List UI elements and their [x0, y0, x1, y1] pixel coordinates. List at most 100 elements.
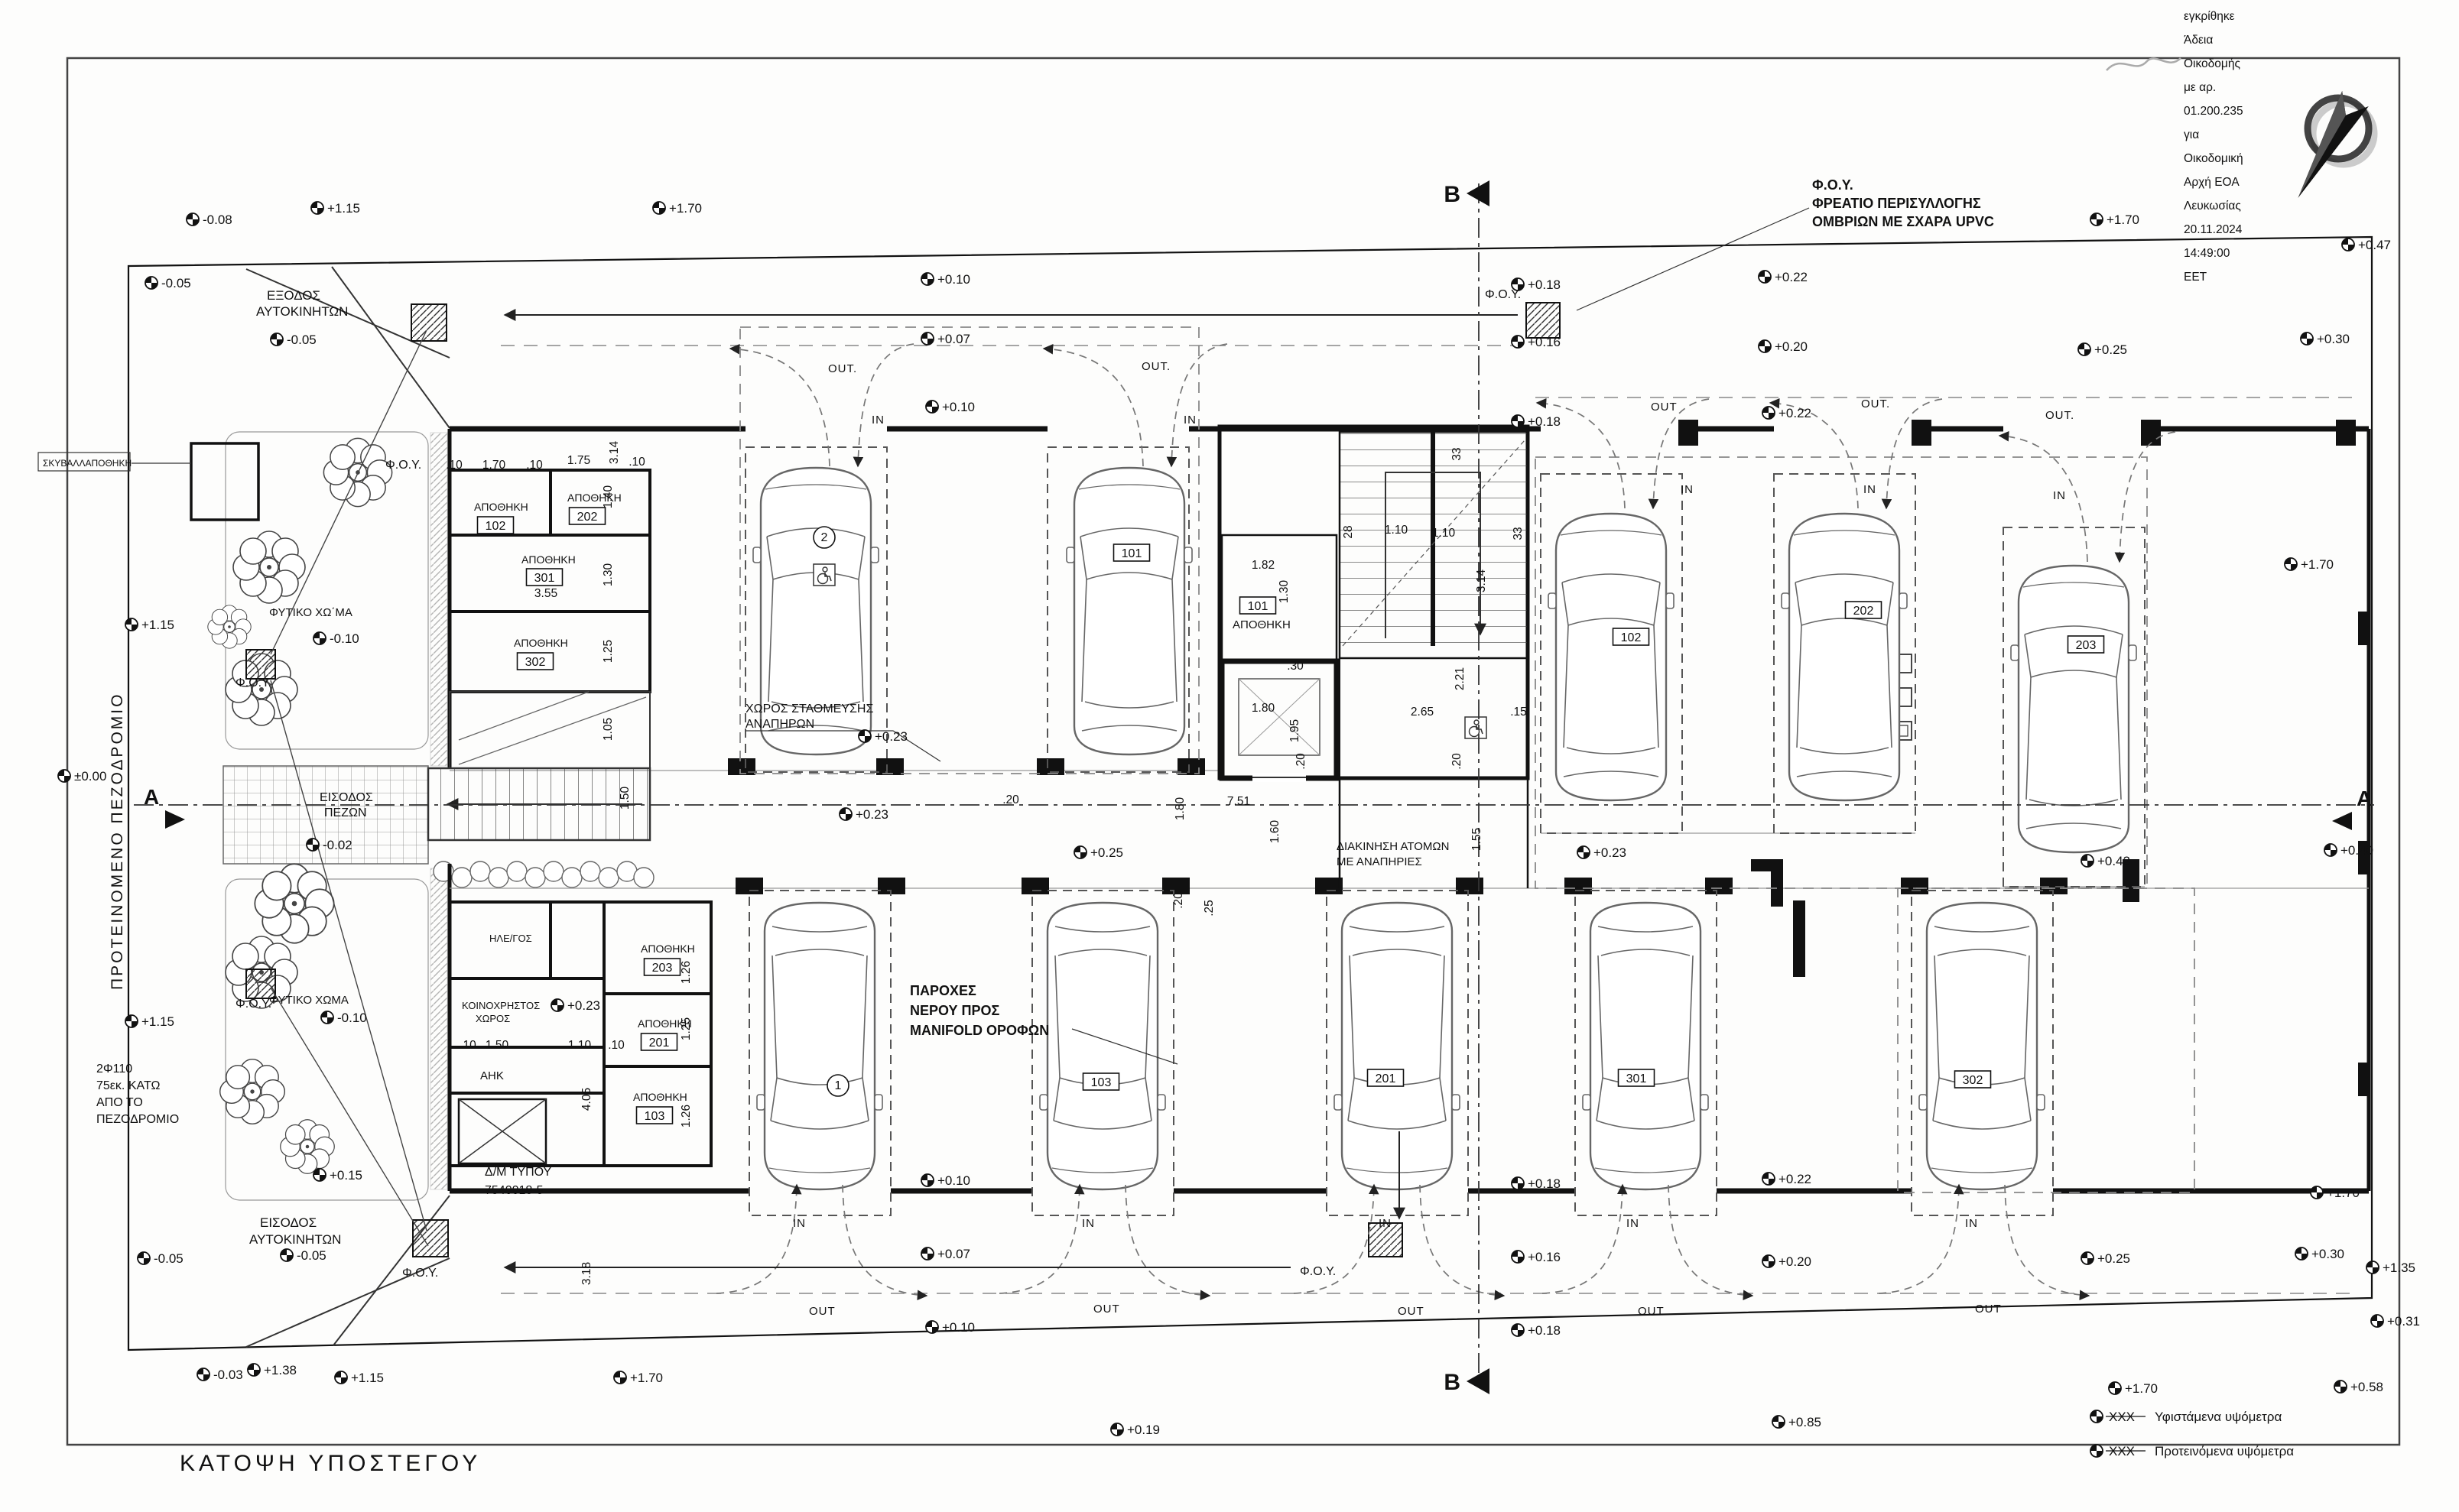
space-number-box [643, 958, 681, 976]
text-label: ΑΗΚ [480, 1069, 504, 1082]
space-number-box [1612, 628, 1650, 646]
text-label: ΧΩΡΟΣ ΣΤΑΘΜΕΥΣΗΣ [745, 702, 873, 715]
dimension-label: .20 [1002, 793, 1019, 806]
flow-label: IN [1965, 1217, 1978, 1230]
elevation-label: +0.10 [942, 1320, 975, 1335]
elevator-car [1238, 678, 1320, 756]
benchmark-icon [197, 1368, 210, 1381]
flow-label: IN [2053, 489, 2066, 502]
flow-label: OUT [1975, 1303, 2002, 1316]
dimension-label: 1.70 [482, 459, 506, 472]
elevation-label: -0.05 [297, 1248, 326, 1263]
benchmark-icon [1511, 1323, 1525, 1337]
text-label: 75εκ. ΚΑΤΩ [96, 1079, 160, 1092]
dimension-label: 1.40 [602, 485, 615, 509]
section-arrow-icon [2332, 812, 2352, 830]
text-label: ΠΕΖΟΔΡΟΜΙΟ [96, 1113, 179, 1126]
stamp-line: Λευκωσίας [2184, 200, 2241, 213]
elevation-legend: XXX Υφιστάμενα υψόμετρα XXX Προτεινόμενα… [2090, 1410, 2294, 1458]
flow-label: OUT [1093, 1303, 1120, 1316]
dimension-label: 1.25 [680, 1017, 693, 1040]
accessible-corridor [1338, 778, 1529, 888]
elevation-label: +0.31 [2387, 1314, 2420, 1329]
stamp-line: εγκρίθηκε [2184, 10, 2235, 23]
car-icon [1581, 901, 1710, 1191]
text-label: Δ/Μ ΤΥΠΟΥ [485, 1166, 552, 1179]
space-number-box [1239, 596, 1277, 615]
flow-label: OUT [1638, 1305, 1665, 1318]
text-label: ΔΙΑΚΙΝΗΣΗ ΑΤΟΜΩΝ [1337, 840, 1449, 853]
benchmark-icon [921, 1247, 934, 1261]
space-number-box [2067, 635, 2105, 654]
trash-label-box [37, 452, 131, 472]
section-mark-a-right: A [2357, 787, 2372, 810]
elevation-label: +0.18 [1528, 414, 1561, 429]
benchmark-icon [551, 998, 564, 1012]
space-number: 201 [1376, 1072, 1396, 1085]
elevation-label: +0.20 [1775, 339, 1808, 354]
text-label: ΣΚΥΒΑΛΛΑΠΟΘΗΚΗ [43, 458, 132, 469]
benchmark-icon [125, 618, 138, 631]
circulation-arrows [716, 343, 2176, 1301]
flow-arrows [503, 309, 1518, 1274]
benchmark-icon [145, 276, 158, 290]
space-number: 302 [525, 656, 546, 669]
space-number: 101 [1122, 547, 1142, 560]
text-label: ΕΙΣΟΔΟΣ [320, 791, 373, 804]
car-icon [1038, 901, 1167, 1191]
benchmark-icon [2090, 213, 2103, 226]
car-icon [2009, 564, 2138, 854]
elevation-label: +0.22 [1778, 1172, 1811, 1186]
dimension-label: 1.50 [619, 787, 632, 810]
text-label: 7540018-5 [485, 1184, 544, 1197]
dimension-label: 33 [1512, 527, 1525, 540]
stamp-line: 20.11.2024 [2184, 223, 2243, 236]
dimension-label: 1.75 [567, 454, 590, 467]
flow-label: IN [1681, 483, 1694, 496]
benchmark-icon [1762, 406, 1775, 420]
text-label: ΦΥΤΙΚΟ ΧΩ΄ΜΑ [269, 606, 352, 619]
drain-manholes [245, 302, 1561, 1257]
space-number-box [1113, 543, 1151, 562]
tree-icon [280, 1119, 335, 1174]
edge-strip-lower [430, 868, 448, 1190]
text-label: ΝΕΡΟΥ ΠΡΟΣ [910, 1003, 1000, 1018]
text-label: ΑΠΟΘΗΚΗ [567, 492, 622, 504]
benchmark-icon [2081, 854, 2094, 868]
elevation-label: +0.07 [937, 1247, 970, 1261]
text-label: ΗΛΕ/ΓΟΣ [489, 933, 532, 944]
elevation-label: +0.30 [2317, 332, 2350, 346]
elevation-label: +1.70 [2107, 213, 2139, 227]
elevation-label: +0.07 [937, 332, 970, 346]
benchmark-icon [613, 1371, 627, 1384]
text-label: ΟΜΒΡΙΩΝ ΜΕ ΣΧΑΡΑ UPVC [1812, 214, 1994, 229]
benchmark-icon [1511, 335, 1525, 349]
flow-label: IN [1379, 1217, 1392, 1230]
car-icon [1918, 901, 2046, 1191]
text-label: Φ.Ο.Υ. [1812, 177, 1853, 193]
benchmark-icon [186, 213, 200, 226]
space-number-box [1366, 1069, 1405, 1087]
dimension-label: 3.14 [608, 441, 621, 465]
space-number: 1 [835, 1079, 842, 1092]
text-label: ΑΠΟΘΗΚΗ [521, 553, 576, 566]
dimension-label: .10 [460, 1039, 476, 1052]
benchmark-icon [925, 400, 939, 414]
benchmark-icon [313, 1168, 326, 1182]
elevation-label: +0.15 [330, 1168, 362, 1183]
benchmark-icon [1511, 414, 1525, 428]
stair-cut-line [1342, 440, 1525, 647]
space-number: 302 [1963, 1074, 1983, 1087]
benchmark-icon [2090, 1410, 2103, 1423]
benchmark-icon [1758, 270, 1772, 284]
dimension-label: 1.60 [1268, 820, 1281, 844]
stamp-line: 14:49:00 [2184, 247, 2230, 260]
section-arrow-icon [1467, 1368, 1489, 1394]
section-mark-a-left: A [144, 785, 159, 809]
elevation-markers: -0.08+1.15-0.05-0.05+1.70+0.10+0.07+0.10… [57, 201, 2420, 1437]
elevation-label: +0.25 [1090, 845, 1123, 860]
stamp-line: Άδεια [2184, 34, 2213, 47]
